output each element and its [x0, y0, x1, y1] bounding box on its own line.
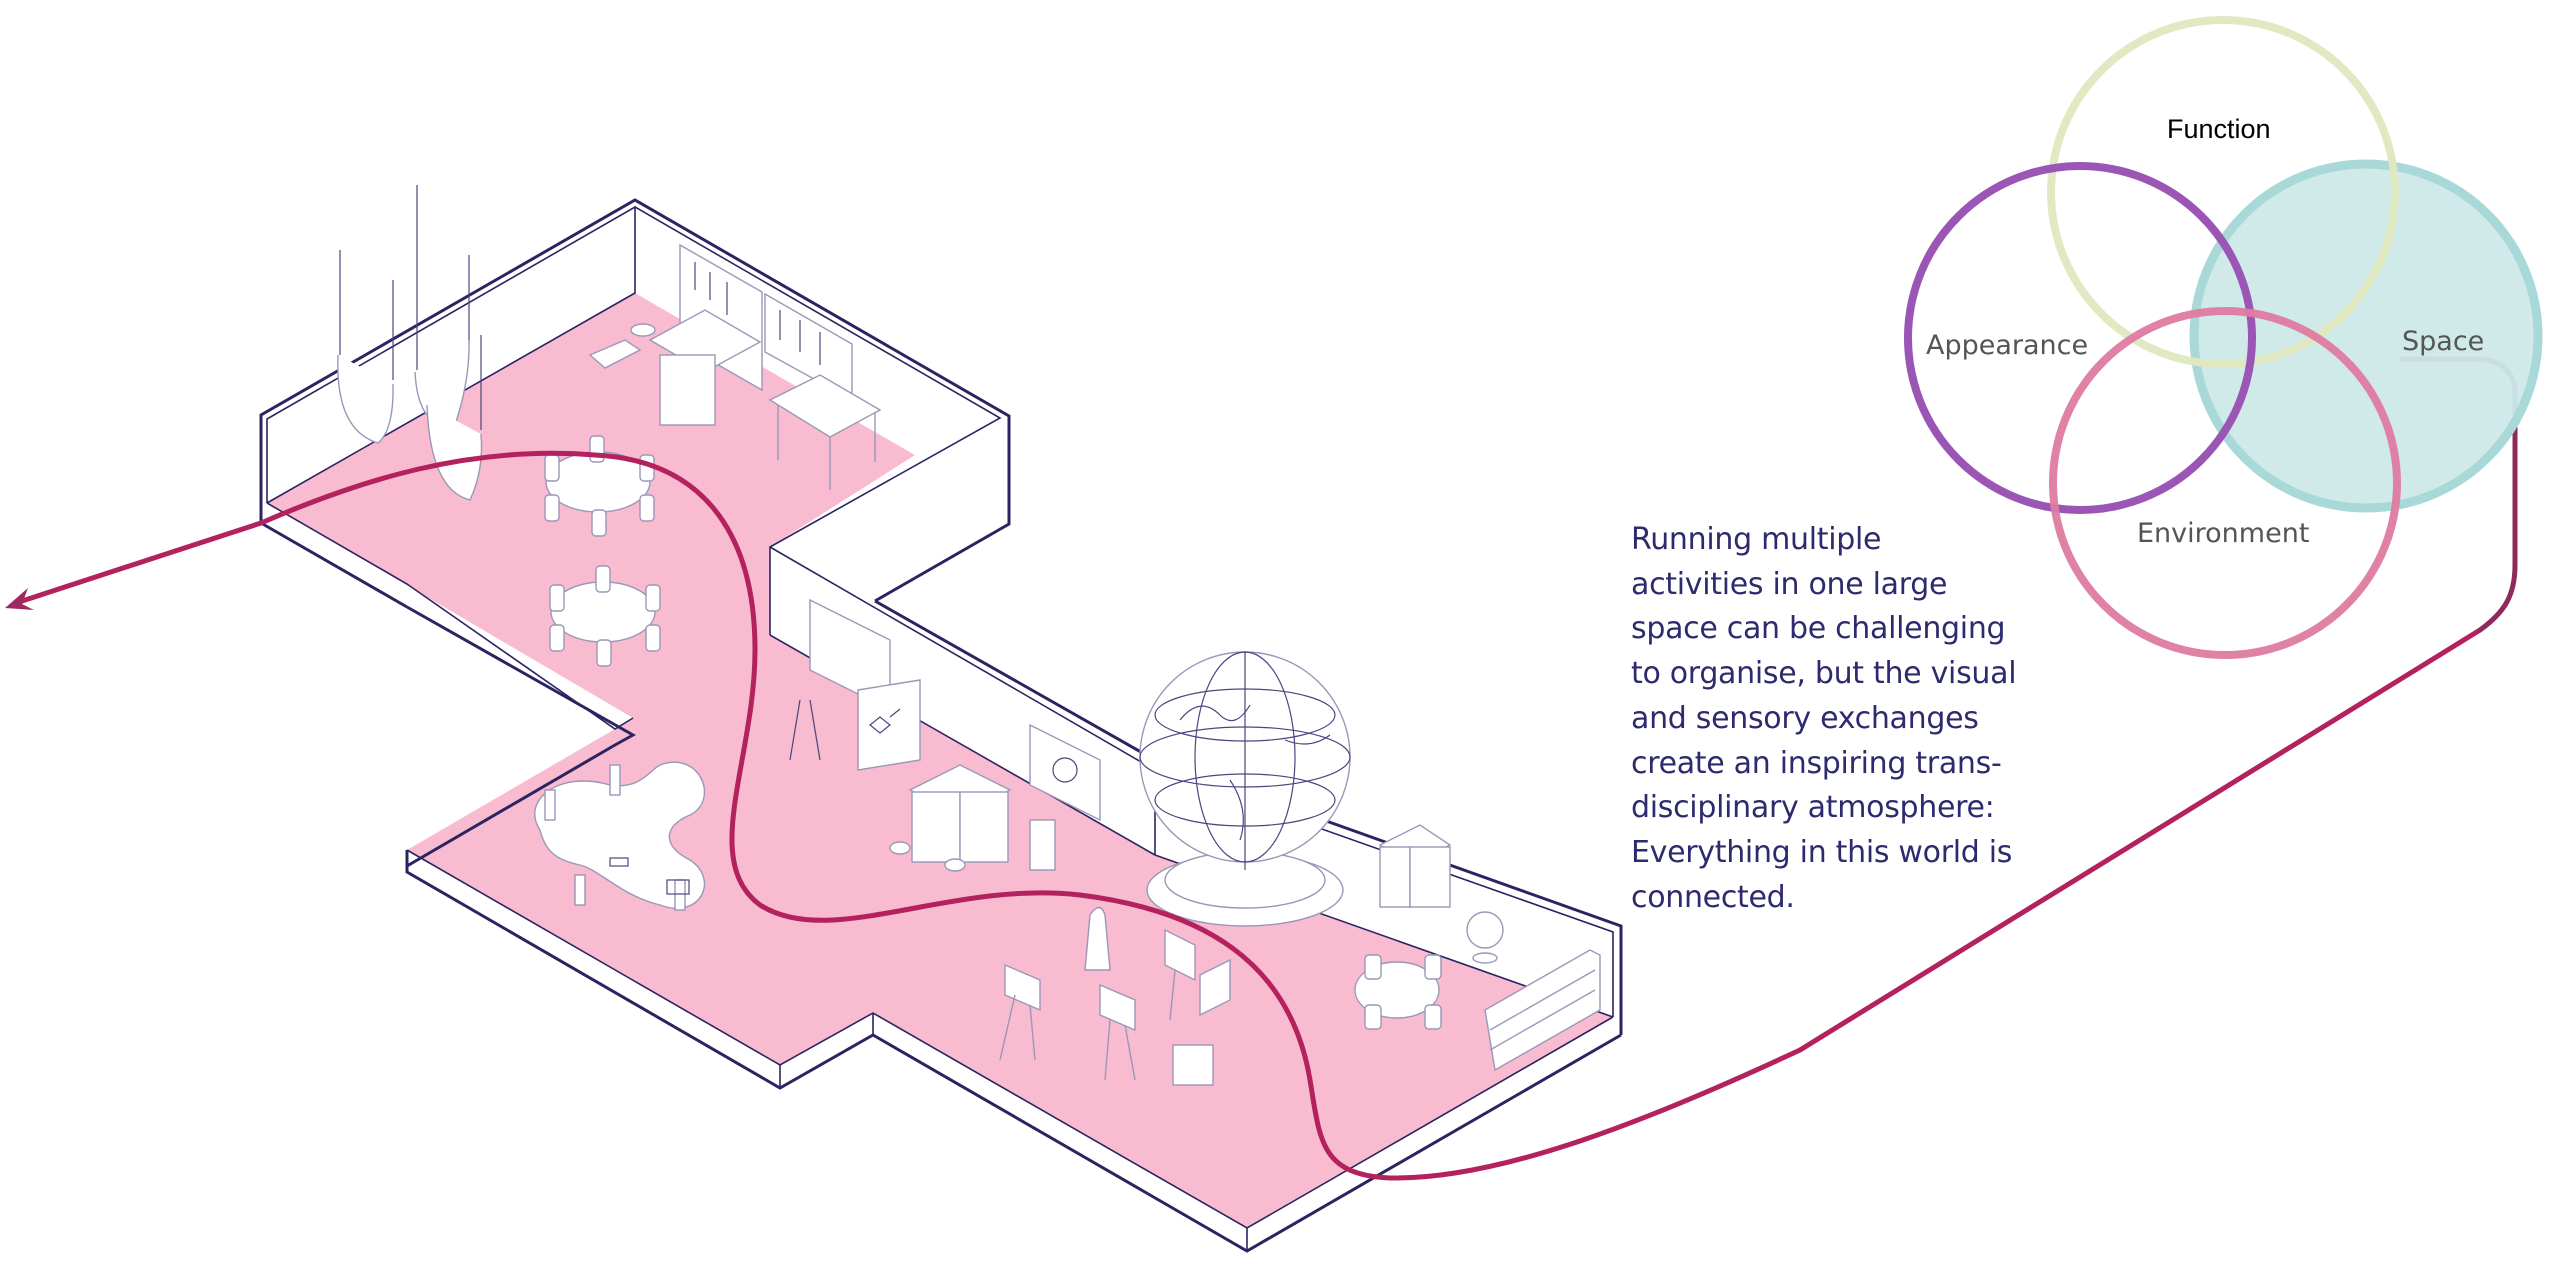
round-table-1 — [544, 435, 655, 537]
room1-wall-inner-right — [634, 206, 1002, 635]
connection-path — [13, 450, 2483, 1181]
venn-label-function: Function — [2167, 114, 2271, 144]
left-notch — [406, 605, 637, 868]
venn-circle-appearance — [1904, 162, 2256, 514]
art-easels — [999, 906, 1231, 1086]
science-lab — [889, 723, 1101, 872]
aerial-silks — [337, 185, 483, 501]
room1-wall-top — [259, 198, 1011, 603]
venn-label-environment: Environment — [2137, 518, 2309, 549]
workshop-bench — [588, 309, 882, 490]
description-line: Everything in this world is — [1631, 834, 2013, 870]
description-line: create an inspiring trans- — [1631, 745, 2002, 781]
arrow-head-icon — [5, 588, 34, 610]
left-floor-edge — [266, 502, 634, 730]
venn-label-space: Space — [2402, 326, 2484, 357]
venn-circle-environment — [2049, 307, 2401, 659]
collaborative-desk — [534, 761, 706, 911]
venn-circle-space — [2189, 159, 2543, 513]
reading-corner — [1354, 824, 1601, 1072]
description-text: Running multiple activities in one large… — [1631, 518, 2051, 920]
description-line: to organise, but the visual — [1631, 656, 2017, 692]
giant-globe — [1139, 651, 1351, 927]
round-table-2 — [549, 565, 661, 667]
description-line: space can be challenging — [1631, 611, 2006, 647]
slab-edge — [405, 850, 1622, 1253]
description-line: activities in one large — [1631, 566, 1948, 602]
venn-label-appearance: Appearance — [1926, 330, 2088, 361]
venn-circle-function — [2047, 16, 2399, 368]
description-line: Running multiple — [1631, 522, 1882, 557]
description-line: and sensory exchanges — [1631, 700, 1979, 736]
projection-screen — [789, 598, 921, 771]
description-line: disciplinary atmosphere: — [1631, 790, 1995, 826]
description-line: connected. — [1631, 879, 1795, 915]
venn-diagram: Function Appearance Space Environment — [1904, 16, 2543, 659]
left-wall-base — [260, 521, 408, 609]
